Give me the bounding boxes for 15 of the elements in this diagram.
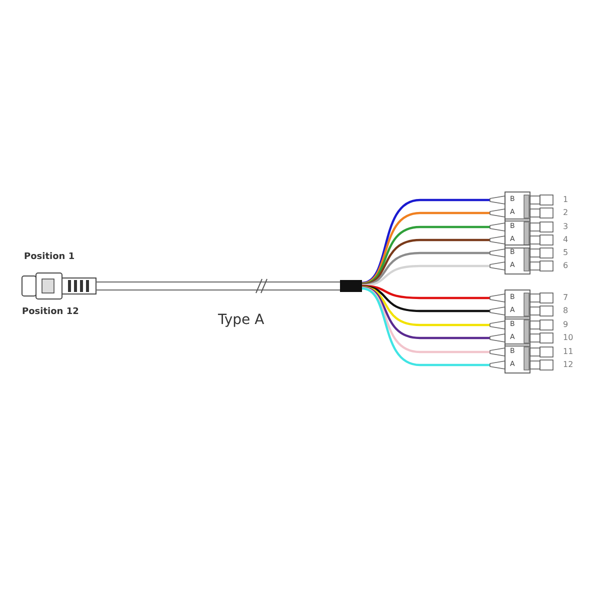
cable-type-label: Type A <box>218 313 264 327</box>
fiber-number: 8 <box>563 307 568 315</box>
fiber-number: 9 <box>563 321 568 329</box>
fiber-number: 4 <box>563 236 568 244</box>
fiber-number: 11 <box>563 348 574 356</box>
position-label: Position 12 <box>22 308 79 317</box>
fiber-number: 12 <box>563 361 574 369</box>
fiber-number: 1 <box>563 196 568 204</box>
fiber-number: 7 <box>563 294 568 302</box>
fiber-number: 10 <box>563 334 574 342</box>
fiber-number: 6 <box>563 262 568 270</box>
fiber-number: 5 <box>563 249 568 257</box>
fiber-number: 3 <box>563 223 568 231</box>
position-label: Position 1 <box>24 253 75 262</box>
fiber-number: 2 <box>563 209 568 217</box>
